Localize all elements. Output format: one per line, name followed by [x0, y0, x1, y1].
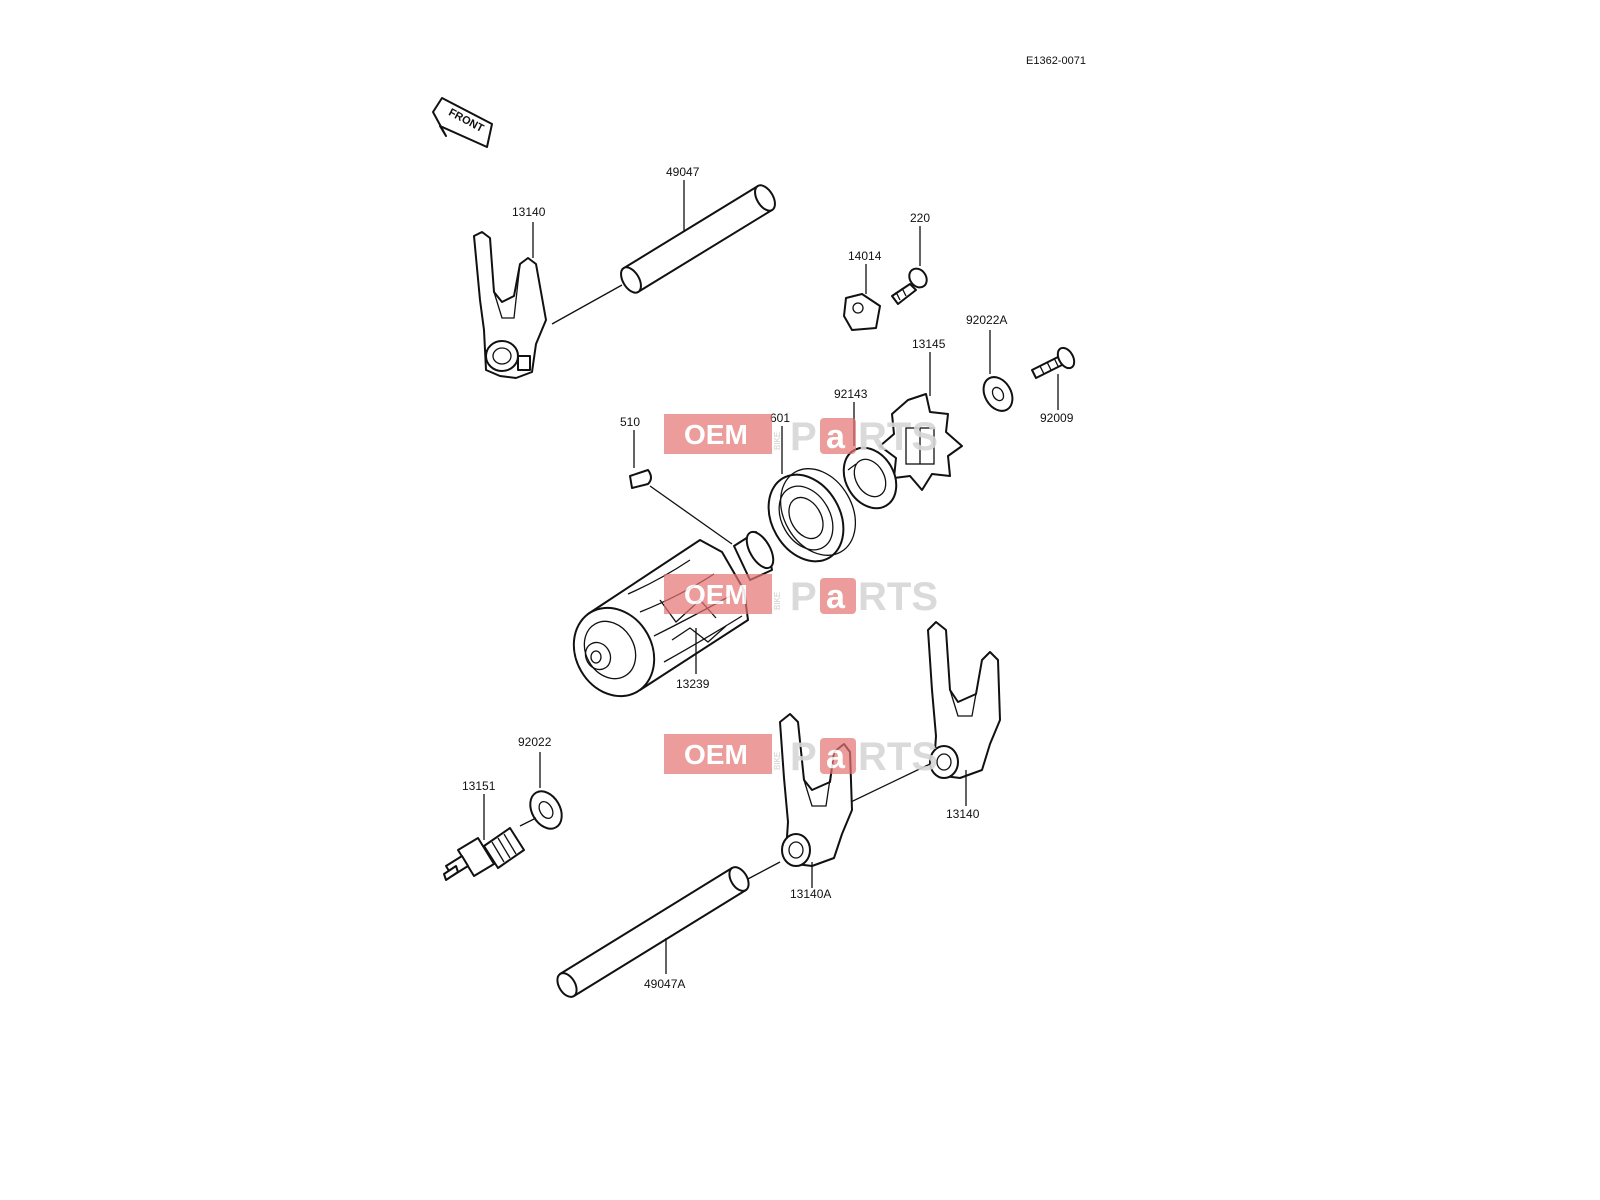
- diagram-code: E1362-0071: [1026, 55, 1086, 67]
- label-92022: 92022: [518, 735, 552, 749]
- label-49047: 49047: [666, 165, 700, 179]
- shift-fork-top: [473, 231, 547, 379]
- label-14014: 14014: [848, 249, 882, 263]
- label-92022A: 92022A: [966, 313, 1007, 327]
- watermark-3: OEM BIKE P a RTS: [664, 734, 938, 779]
- svg-text:P: P: [790, 735, 817, 779]
- svg-text:BIKE: BIKE: [773, 752, 782, 770]
- neutral-switch-13151: [443, 827, 525, 881]
- label-601: 601: [770, 411, 790, 425]
- bolt-220: [891, 267, 928, 305]
- shift-rod-49047A: [556, 866, 750, 998]
- screw-92009: [1031, 346, 1076, 379]
- watermark-2: OEM BIKE P a RTS: [664, 574, 938, 619]
- shift-drum-13239: [572, 530, 775, 698]
- label-510: 510: [620, 415, 640, 429]
- leader-shaft-fork: [551, 284, 623, 325]
- plate-14014: [843, 293, 881, 331]
- svg-text:OEM: OEM: [684, 579, 748, 610]
- svg-text:RTS: RTS: [858, 575, 938, 619]
- svg-text:RTS: RTS: [858, 735, 938, 779]
- svg-text:OEM: OEM: [684, 419, 748, 450]
- svg-text:a: a: [826, 578, 846, 616]
- leader-rod-fork: [745, 861, 781, 881]
- leader-key-drum: [649, 485, 733, 545]
- label-13145: 13145: [912, 337, 946, 351]
- svg-text:OEM: OEM: [684, 739, 748, 770]
- svg-text:BIKE: BIKE: [773, 432, 782, 450]
- circlip-92143: [842, 446, 898, 510]
- key-510: [629, 469, 652, 489]
- leader-switch-washer: [519, 817, 537, 827]
- label-13151: 13151: [462, 779, 496, 793]
- label-13140-top: 13140: [512, 205, 546, 219]
- front-arrow-icon: FRONT: [432, 97, 493, 148]
- shift-fork-right: [927, 621, 1001, 779]
- plate-13145: [879, 393, 963, 491]
- svg-text:RTS: RTS: [858, 415, 938, 459]
- bearing-601: [767, 468, 857, 563]
- label-13140A: 13140A: [790, 887, 831, 901]
- svg-text:a: a: [826, 418, 846, 456]
- shift-rod-49047: [620, 184, 776, 294]
- label-92143: 92143: [834, 387, 868, 401]
- label-49047A: 49047A: [644, 977, 685, 991]
- washer-92022: [529, 790, 563, 830]
- label-220: 220: [910, 211, 930, 225]
- washer-92022A: [982, 376, 1014, 412]
- svg-text:BIKE: BIKE: [773, 592, 782, 610]
- svg-text:a: a: [826, 738, 846, 776]
- svg-text:P: P: [790, 575, 817, 619]
- label-13140-right: 13140: [946, 807, 980, 821]
- svg-text:P: P: [790, 415, 817, 459]
- watermark-1: OEM BIKE P a RTS: [664, 414, 938, 459]
- label-13239: 13239: [676, 677, 710, 691]
- label-92009: 92009: [1040, 411, 1074, 425]
